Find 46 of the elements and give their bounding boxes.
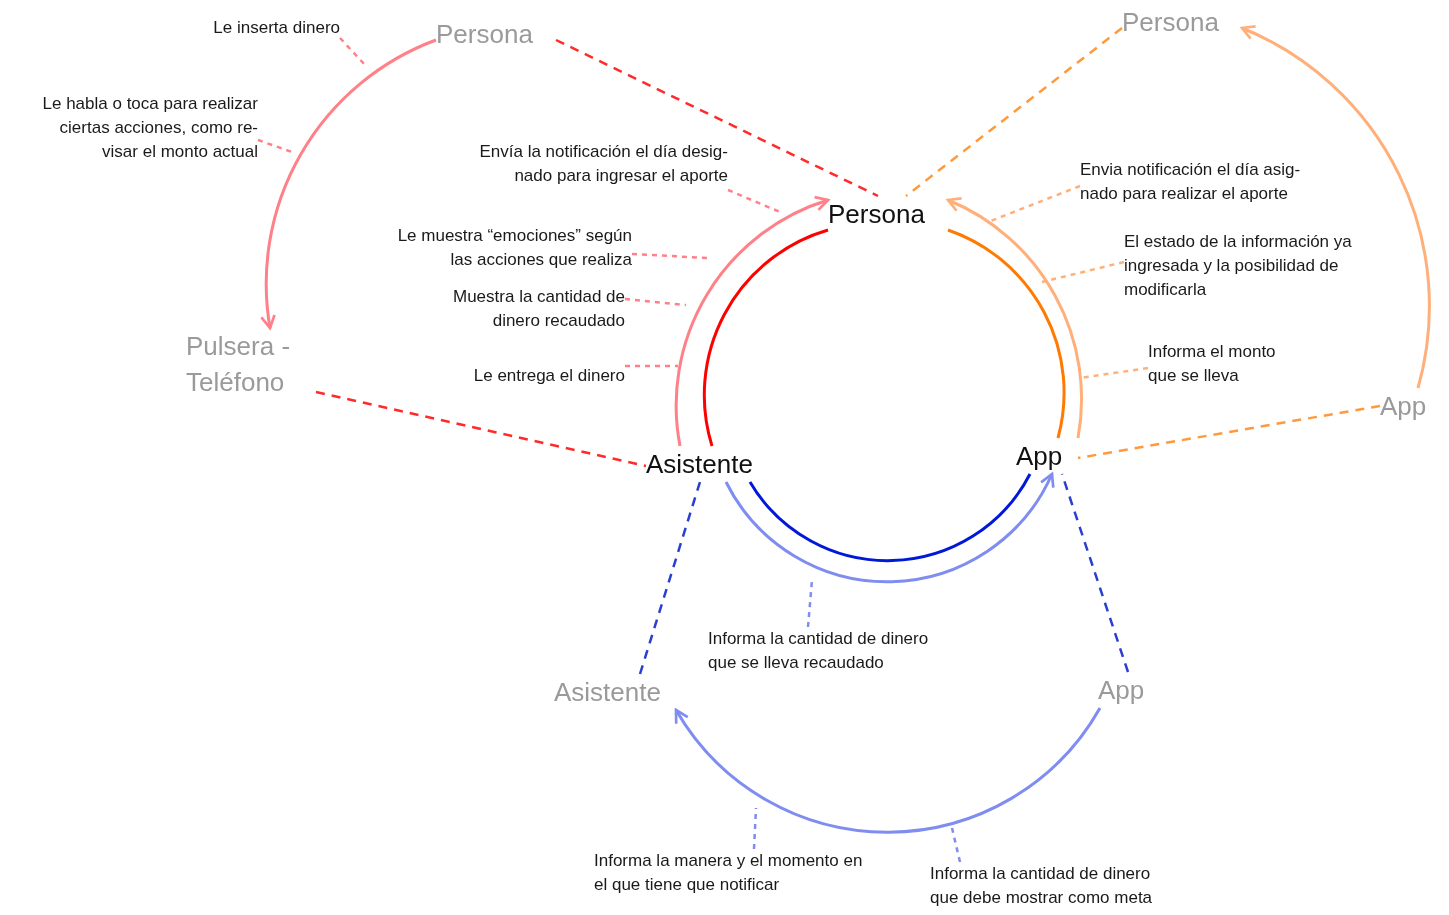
dashed-connector — [555, 38, 879, 198]
arc-arrow — [946, 197, 1083, 439]
leader-line — [806, 579, 814, 628]
arc-line — [703, 228, 829, 447]
dashed-connector — [1077, 404, 1381, 460]
dashed-connector — [1060, 473, 1130, 673]
actor-label: Asistente — [554, 674, 690, 710]
annotation-text: Le muestra “emociones” según las acciones que realiza — [372, 224, 632, 274]
arc-arrow — [675, 196, 830, 447]
actor-label: Pulsera - Teléfono — [186, 328, 316, 400]
annotation-text: Envia notificación el día asig- nado para realizar el aporte — [1080, 158, 1332, 208]
arc-line — [947, 228, 1066, 439]
actor-label: Asistente — [646, 446, 782, 482]
annotation-text: Informa la cantidad de dinero que se lleva recaudado — [708, 627, 936, 677]
arc-arrow — [1240, 25, 1431, 389]
leader-line — [727, 188, 781, 214]
annotation-text: Muestra la cantidad de dinero recaudado — [445, 285, 625, 335]
actor-label: Persona — [1122, 4, 1242, 40]
annotation-text: Informa la manera y el momento en el que tiene que notificar — [594, 849, 866, 899]
arc-line — [748, 473, 1032, 563]
leader-line — [339, 37, 367, 67]
dashed-connector — [315, 390, 647, 468]
leader-line — [631, 252, 709, 260]
arc-arrow — [674, 707, 1102, 834]
annotation-text: Informa la cantidad de dinero que debe mostrar como meta — [930, 862, 1158, 912]
annotation-text: El estado de la información ya ingresada y la posibilidad de modificarla — [1124, 230, 1352, 304]
annotation-text: Envía la notificación el día desig- nado para ingresar el aporte — [444, 140, 728, 190]
arc-arrow — [260, 38, 437, 330]
leader-line — [625, 364, 678, 368]
actor-label: Persona — [436, 16, 556, 52]
actor-label: App — [1016, 438, 1078, 474]
leader-line — [624, 297, 687, 307]
actor-label: Persona — [828, 196, 948, 232]
dashed-connector — [905, 27, 1123, 197]
actor-label: App — [1380, 388, 1442, 424]
actor-label: App — [1098, 672, 1162, 708]
leader-line — [752, 807, 758, 850]
annotation-text: Le habla o toca para realizar ciertas acciones, como re- visar el monto actual — [22, 92, 258, 166]
dashed-connector — [638, 481, 702, 675]
leader-line — [1041, 260, 1125, 284]
annotation-text: Le inserta dinero — [180, 16, 340, 40]
annotation-text: Le entrega el dinero — [455, 364, 625, 390]
arc-arrow — [724, 472, 1054, 584]
leader-line — [257, 138, 293, 154]
annotation-text: Informa el monto que se lleva — [1148, 340, 1288, 390]
leader-line — [950, 827, 962, 863]
